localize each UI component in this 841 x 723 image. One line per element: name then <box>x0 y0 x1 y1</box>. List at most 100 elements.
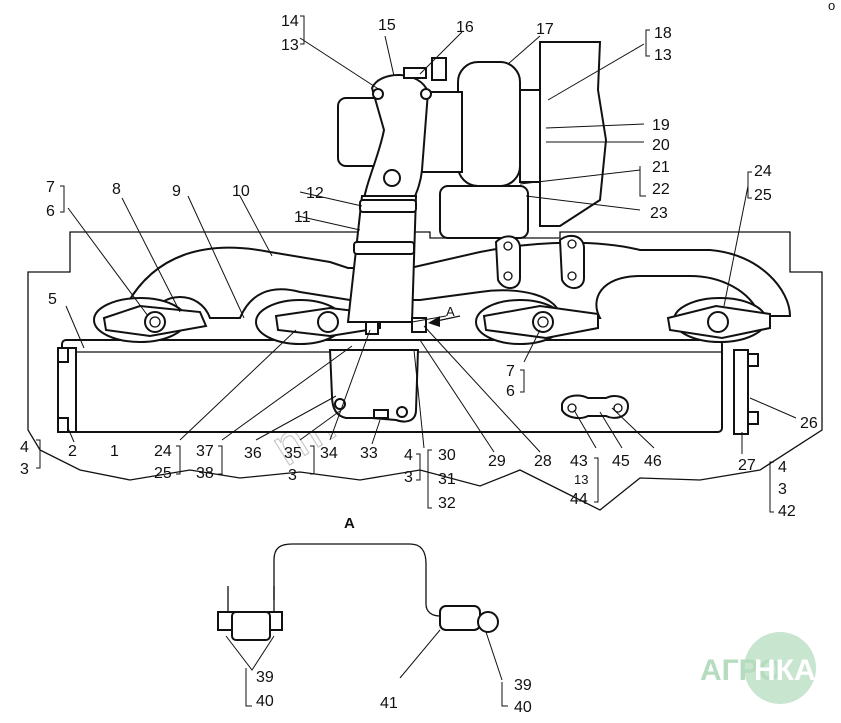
bolt-left-bottom <box>57 417 69 433</box>
callout-9: 9 <box>172 183 181 200</box>
wire-lead-39-left <box>225 635 275 671</box>
callout-24-bottom: 24 <box>154 443 172 460</box>
nut-left-inner <box>149 316 161 328</box>
callout-25-bottom: 25 <box>154 465 172 482</box>
callout-42: 42 <box>778 503 796 520</box>
callout-44: 44 <box>570 491 588 508</box>
callout-36: 36 <box>244 445 262 462</box>
nut-right <box>707 311 729 333</box>
pipe-clamp-band-upper <box>359 199 417 213</box>
callout-11: 11 <box>294 209 311 226</box>
callout-6-left: 6 <box>46 203 55 220</box>
leader-39-right <box>485 631 503 681</box>
callout-10: 10 <box>232 183 250 200</box>
corner-mark: o <box>828 0 835 13</box>
callout-20: 20 <box>652 137 670 154</box>
callout-28: 28 <box>534 453 552 470</box>
callout-21: 21 <box>652 159 670 176</box>
callout-34: 34 <box>320 445 338 462</box>
logo-text-right: НКА <box>754 654 816 687</box>
turbo-support-bracket <box>539 41 608 227</box>
callout-37: 37 <box>196 443 214 460</box>
nut-mid-left <box>317 311 339 333</box>
view-a-detail <box>217 543 503 681</box>
nuts <box>144 311 729 333</box>
end-plate-right <box>733 349 749 435</box>
elbow-top-bolt-left <box>372 88 384 100</box>
callout-17: 17 <box>536 21 554 38</box>
elbow-top-bolt-right <box>420 88 432 100</box>
callout-6-mid: 6 <box>506 383 515 400</box>
callout-43: 43 <box>570 453 588 470</box>
label-brackets <box>36 15 774 707</box>
callout-40-left: 40 <box>256 693 274 710</box>
view-arrow-label: А <box>446 304 455 319</box>
callout-33: 33 <box>360 445 378 462</box>
callout-7-left: 7 <box>46 179 55 196</box>
callout-40-right: 40 <box>514 699 532 716</box>
callout-22: 22 <box>652 181 670 198</box>
callout-13-top: 13 <box>281 37 299 54</box>
callout-3-right: 3 <box>778 481 787 498</box>
turbo-base-block <box>439 185 529 239</box>
leader-lines <box>65 31 797 454</box>
callout-25-right: 25 <box>754 187 772 204</box>
link-plate-b <box>558 234 585 289</box>
callout-31: 31 <box>438 471 456 488</box>
callouts: 14 13 15 16 17 18 13 19 20 21 22 23 12 1… <box>20 13 818 716</box>
callout-39-left: 39 <box>256 669 274 686</box>
bolt-right-top <box>747 353 759 367</box>
callout-29: 29 <box>488 453 506 470</box>
link-hole-b2 <box>567 271 577 281</box>
callout-4-mid: 4 <box>404 447 413 464</box>
nut-left <box>144 311 166 333</box>
link-hole-a2 <box>503 271 513 281</box>
callout-24-right: 24 <box>754 163 772 180</box>
sensor-body <box>231 611 271 641</box>
bracket-top-fitting-left <box>365 321 379 335</box>
link-plate-a <box>494 235 521 289</box>
turbocharger-turbine-housing <box>457 61 521 187</box>
leader-41 <box>399 629 441 679</box>
callout-45: 45 <box>612 453 630 470</box>
nut-mid-right-inner <box>537 316 549 328</box>
callout-35: 35 <box>284 445 302 462</box>
agro-logo: АГРО НКА <box>700 632 816 704</box>
callout-4-left: 4 <box>20 439 29 456</box>
bracket-clip <box>373 409 389 419</box>
logo-text-left: АГРО <box>700 654 782 687</box>
temp-sensor-head <box>477 611 499 633</box>
callout-5: 5 <box>48 291 57 308</box>
callout-2: 2 <box>68 443 77 460</box>
callout-23: 23 <box>650 205 668 222</box>
hatched-gasket <box>403 67 427 79</box>
bolt-left-top <box>57 347 69 363</box>
callout-12: 12 <box>306 185 324 202</box>
callout-41: 41 <box>380 695 398 712</box>
callout-3-center: 3 <box>404 469 413 486</box>
link-hole-b1 <box>567 239 577 249</box>
pipe-clamp-band-lower <box>353 241 415 255</box>
callout-39-right: 39 <box>514 677 532 694</box>
callout-46: 46 <box>644 453 662 470</box>
callout-19: 19 <box>652 117 670 134</box>
callout-3-left: 3 <box>20 461 29 478</box>
callout-30: 30 <box>438 447 456 464</box>
nut-mid-right <box>532 311 554 333</box>
callout-26: 26 <box>800 415 818 432</box>
gasket-cover-plate <box>561 394 630 419</box>
bracket-bolt-right <box>396 406 408 418</box>
callout-13-bottom: 13 <box>574 472 588 487</box>
gasket-hole-left <box>567 403 577 413</box>
callout-27: 27 <box>738 457 756 474</box>
callout-15: 15 <box>378 17 396 34</box>
bolt-right-bottom <box>747 411 759 425</box>
callout-13-right: 13 <box>654 47 672 64</box>
link-hole-a1 <box>503 241 513 251</box>
view-arrow-head <box>428 316 440 327</box>
logo-circle <box>744 632 816 704</box>
view-a-title: А <box>344 515 355 532</box>
callout-38: 38 <box>196 465 214 482</box>
callout-16: 16 <box>456 19 474 36</box>
callout-18: 18 <box>654 25 672 42</box>
